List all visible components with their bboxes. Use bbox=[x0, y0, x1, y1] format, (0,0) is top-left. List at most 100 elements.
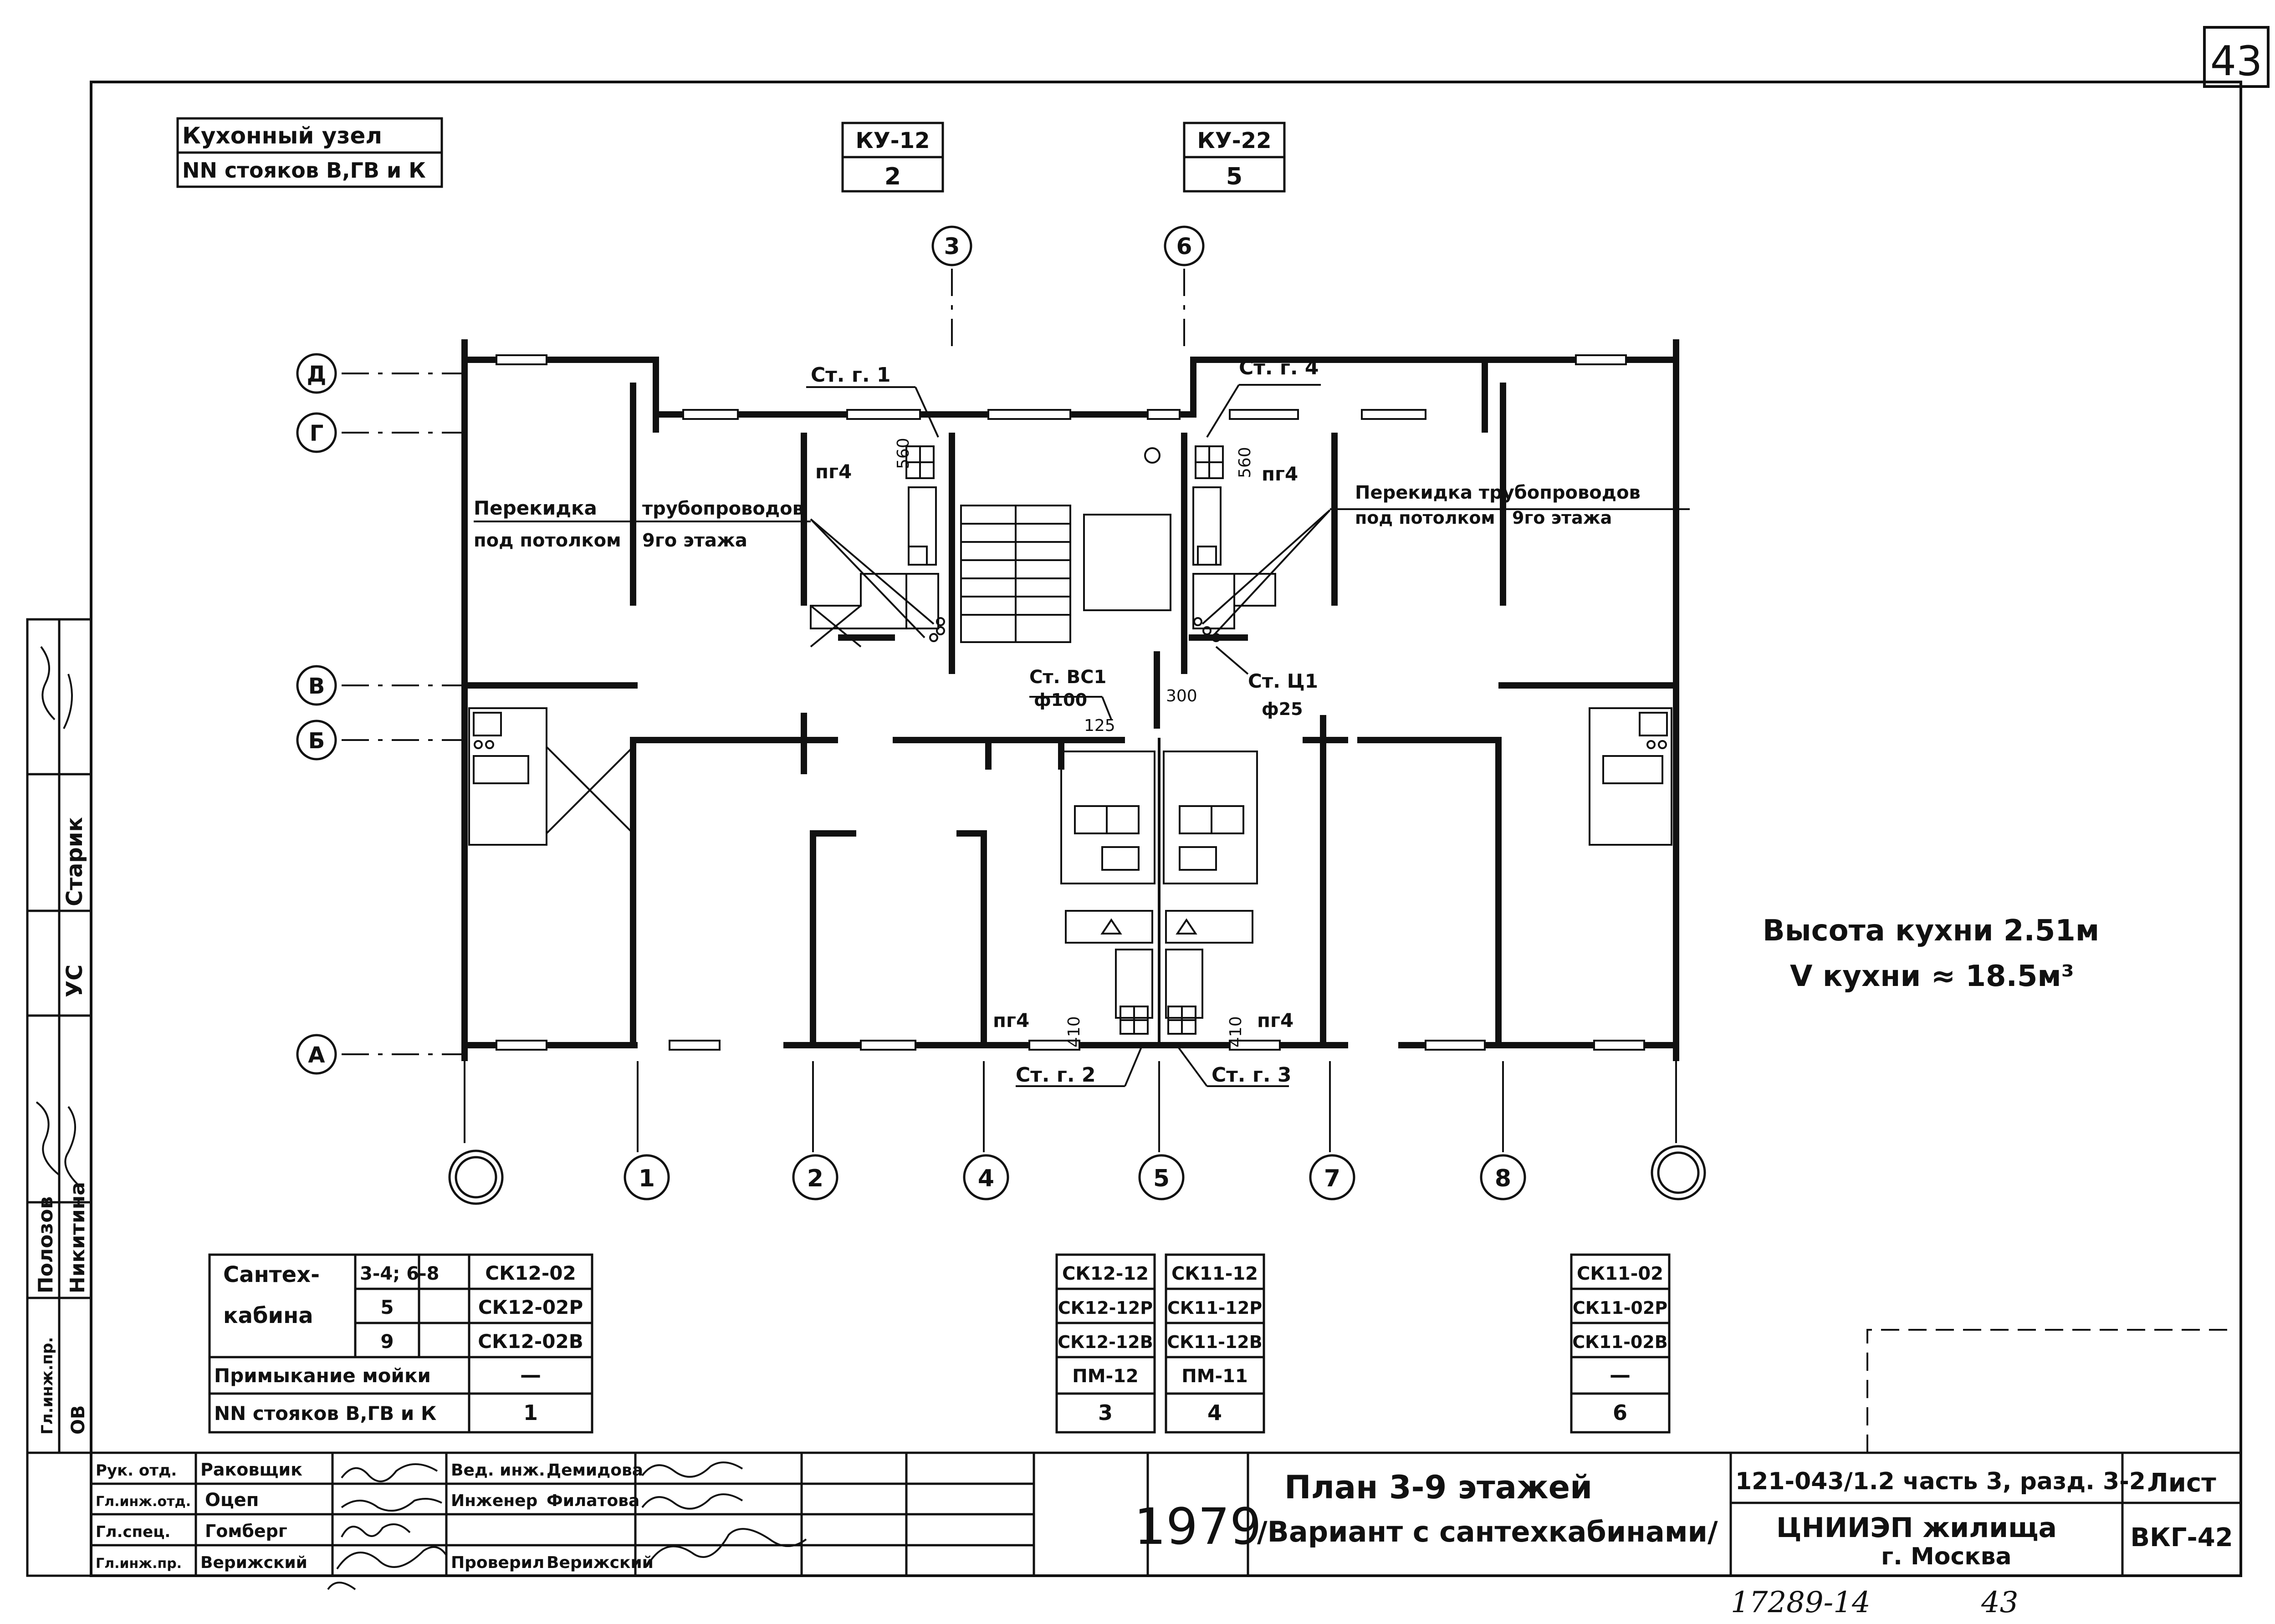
node-table bbox=[176, 117, 443, 188]
note-perekidka-left-1: Перекидка bbox=[474, 497, 597, 519]
title-block-roles: Рук. отд. Гл.инж.отд. Гл.спец. Гл.инж.пр… bbox=[96, 1460, 654, 1572]
tb-role2-3: Проверил bbox=[451, 1553, 544, 1572]
staircase bbox=[960, 447, 1171, 643]
axis-row-d: Д bbox=[307, 362, 327, 387]
note-perekidka-left-4: 9го этажа bbox=[642, 530, 747, 551]
santeh-col4-cells: СК11-02 СК11-02Р СК11-02В — 6 bbox=[1572, 1263, 1667, 1425]
tb-org-2: г. Москва bbox=[1881, 1543, 2012, 1570]
dim-560-right: 560 bbox=[1236, 447, 1254, 478]
ku22-label: КУ-22 bbox=[1197, 128, 1272, 153]
windows bbox=[496, 354, 1645, 1051]
santeh-col3-r4: ПМ-11 bbox=[1181, 1366, 1248, 1387]
santeh-col3-r5: 4 bbox=[1207, 1400, 1222, 1425]
santeh-table-center bbox=[1055, 1253, 1671, 1434]
santeh-col3-cells: СК11-12 СК11-12Р СК11-12В ПМ-11 4 bbox=[1167, 1263, 1262, 1425]
santeh-col1-r3: СК12-02В bbox=[478, 1330, 583, 1353]
kitchen-volume-note: V кухни ≈ 18.5м³ bbox=[1790, 960, 2074, 993]
tb-title-2: /Вариант с сантехкабинами/ bbox=[1257, 1515, 1718, 1548]
santeh-title-2: кабина bbox=[223, 1303, 313, 1328]
dim-560-left: 560 bbox=[894, 438, 913, 469]
axis-col-7: 7 bbox=[1324, 1165, 1340, 1192]
santeh-col2-r5: 3 bbox=[1098, 1400, 1113, 1425]
santeh-col3-r2: СК11-12Р bbox=[1167, 1298, 1262, 1318]
ku22-box bbox=[1183, 122, 1286, 193]
axis-lines bbox=[342, 269, 1185, 1055]
axis-row-b: Б bbox=[308, 728, 325, 754]
santeh-col3-r3: СК11-12В bbox=[1167, 1332, 1262, 1352]
side-label-polozov: Полозов bbox=[34, 1196, 57, 1293]
title-block bbox=[90, 1451, 2242, 1577]
sanitary-fixtures bbox=[468, 445, 1672, 1047]
note-perekidka-left-2: трубопроводов bbox=[642, 498, 804, 519]
node-table-row2: NN стояков В,ГВ и К bbox=[182, 158, 426, 183]
tb-name-4: Верижский bbox=[200, 1553, 307, 1572]
label-pg4-left-bottom: пг4 bbox=[993, 1009, 1029, 1032]
tb-sheet-label: Лист bbox=[2147, 1468, 2216, 1498]
axis-col-2: 2 bbox=[807, 1165, 823, 1192]
tb-sheet-value: ВКГ-42 bbox=[2130, 1523, 2233, 1553]
bottom-column-bubbles bbox=[448, 1145, 1706, 1205]
santeh-floors-1: 3-4; 6-8 bbox=[360, 1263, 439, 1284]
tb-code: 121-043/1.2 часть 3, разд. 3-2 bbox=[1735, 1468, 2146, 1495]
dim-410-right: 410 bbox=[1227, 1016, 1245, 1047]
axis-col-4: 4 bbox=[978, 1165, 994, 1192]
axis-col-3: 3 bbox=[944, 233, 960, 260]
side-label-chief: Гл.инж.пр. bbox=[38, 1337, 56, 1435]
axis-row-a: А bbox=[308, 1042, 325, 1068]
santeh-col2-r2: СК12-12Р bbox=[1058, 1298, 1153, 1318]
top-column-bubbles bbox=[931, 225, 1205, 266]
tb-role-1: Рук. отд. bbox=[96, 1461, 177, 1480]
tb-name2-1: Демидова bbox=[547, 1461, 643, 1480]
tb-role-2: Гл.инж.отд. bbox=[96, 1494, 191, 1510]
tb-org-1: ЦНИИЭП жилища bbox=[1776, 1512, 2057, 1544]
label-st-vc1-diameter: ф100 bbox=[1034, 690, 1087, 710]
label-st-g3: Ст. г. 3 bbox=[1212, 1063, 1291, 1087]
santeh-adjacency-value: — bbox=[520, 1363, 541, 1387]
santeh-col2-r1: СК12-12 bbox=[1062, 1263, 1149, 1284]
axis-col-6: 6 bbox=[1176, 233, 1192, 260]
santeh-title-1: Сантех- bbox=[223, 1262, 320, 1287]
santeh-col4-r1: СК11-02 bbox=[1577, 1263, 1663, 1284]
note-perekidka-right-1: Перекидка трубопроводов bbox=[1355, 482, 1641, 503]
label-st-vc1: Ст. ВС1 bbox=[1029, 667, 1106, 688]
axis-col-1: 1 bbox=[639, 1165, 655, 1192]
santeh-col1-r1: СК12-02 bbox=[485, 1262, 576, 1284]
tb-role2-1: Вед. инж. bbox=[451, 1461, 545, 1480]
label-st-c1-diameter: ф25 bbox=[1262, 699, 1303, 719]
stamp-placeholder bbox=[1866, 1329, 2232, 1453]
leader-lines bbox=[806, 384, 1331, 1087]
node-table-row1: Кухонный узел bbox=[182, 123, 382, 149]
santeh-col4-r5: 6 bbox=[1613, 1400, 1627, 1425]
tb-title-1: План 3-9 этажей bbox=[1284, 1469, 1592, 1506]
side-label-us: УС bbox=[62, 965, 87, 997]
axis-col-8: 8 bbox=[1495, 1165, 1511, 1192]
tb-role2-2: Инженер bbox=[451, 1491, 537, 1510]
dim-125: 125 bbox=[1084, 716, 1115, 735]
footer-page: 43 bbox=[1981, 1586, 2018, 1619]
footer-note: 17289-14 bbox=[1731, 1586, 1871, 1619]
sheet-corner-number: 43 bbox=[2210, 37, 2263, 85]
tb-role-4: Гл.инж.пр. bbox=[96, 1556, 182, 1572]
label-st-c1: Ст. Ц1 bbox=[1248, 670, 1318, 692]
axis-col-5: 5 bbox=[1153, 1165, 1170, 1192]
ku12-label: КУ-12 bbox=[856, 128, 930, 153]
dim-410-left: 410 bbox=[1065, 1016, 1084, 1047]
note-perekidka-right-3: 9го этажа bbox=[1512, 508, 1612, 528]
ku12-value: 2 bbox=[884, 163, 901, 190]
santeh-floors-3: 9 bbox=[380, 1330, 394, 1353]
santeh-table bbox=[208, 1253, 593, 1434]
label-st-g1: Ст. г. 1 bbox=[811, 363, 890, 387]
side-label-nikitina: Никитина bbox=[66, 1182, 89, 1293]
label-pg4-right-bottom: пг4 bbox=[1257, 1009, 1293, 1032]
santeh-col2-cells: СК12-12 СК12-12Р СК12-12В ПМ-12 3 bbox=[1058, 1263, 1153, 1425]
tb-name2-3: Верижский bbox=[547, 1553, 654, 1572]
axis-row-v: В bbox=[308, 674, 325, 699]
kitchen-height-note: Высота кухни 2.51м bbox=[1763, 914, 2099, 948]
santeh-col4-r2: СК11-02Р bbox=[1573, 1298, 1667, 1318]
santeh-adjacency-label: Примыкание мойки bbox=[214, 1364, 431, 1387]
axis-row-g: Г bbox=[310, 421, 324, 446]
santeh-risers-value: 1 bbox=[523, 1400, 538, 1425]
note-perekidka-right-2: под потолком bbox=[1355, 508, 1495, 528]
santeh-col4-r3: СК11-02В bbox=[1572, 1332, 1667, 1352]
